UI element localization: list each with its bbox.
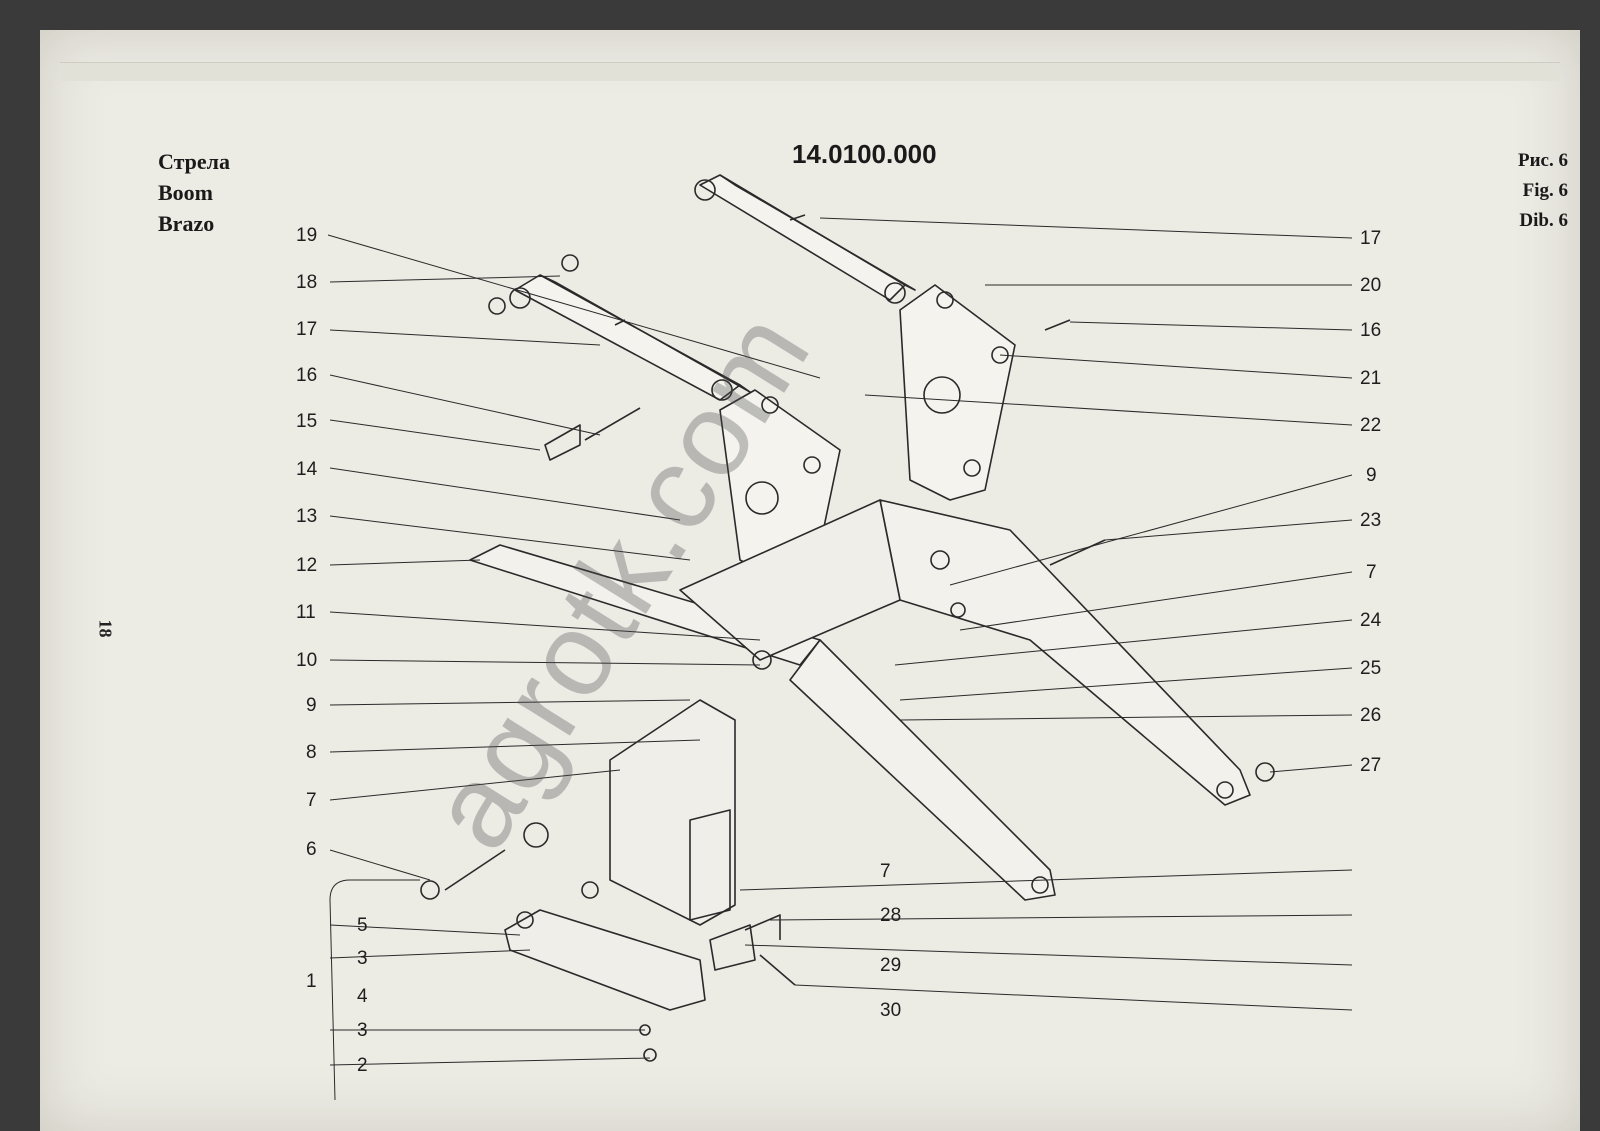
callout-left: 2 <box>357 1055 368 1076</box>
base-plate <box>504 909 706 1011</box>
callout-right: 28 <box>880 905 902 926</box>
callout-right: 23 <box>1360 510 1382 531</box>
title-spanish: Brazo <box>158 211 215 236</box>
boom-crossbar <box>679 499 901 661</box>
callout-right: 30 <box>880 1000 902 1021</box>
pin-16-right <box>1044 319 1071 331</box>
callout-left: 15 <box>296 411 318 432</box>
pin-16-left <box>584 407 641 441</box>
drawing-parts <box>420 174 1275 1062</box>
callout-left: 3 <box>357 1020 368 1041</box>
boom-lower-member <box>789 639 1056 901</box>
boom-right-member <box>879 499 1251 806</box>
figure-label-russian: Рис. 6 <box>1518 150 1568 171</box>
callout-left: 14 <box>296 459 318 480</box>
pin-23 <box>1049 539 1106 566</box>
callout-right: 24 <box>1360 610 1382 631</box>
pin-6 <box>444 849 506 891</box>
callout-right: 29 <box>880 955 902 976</box>
block-29 <box>709 924 756 971</box>
callout-left: 9 <box>306 695 317 716</box>
callout-right: 7 <box>880 861 891 882</box>
callout-left: 17 <box>296 319 318 340</box>
bolt-30 <box>759 954 796 986</box>
callout-left: 18 <box>296 272 318 293</box>
callout-left: 10 <box>296 650 318 671</box>
callout-left: 16 <box>296 365 318 386</box>
document-title-block: Стрела Boom Brazo <box>158 146 230 239</box>
title-english: Boom <box>158 180 213 205</box>
callout-right: 25 <box>1360 658 1382 679</box>
callout-left: 4 <box>357 986 368 1007</box>
callout-right: 7 <box>1366 562 1377 583</box>
spring-28 <box>744 914 781 940</box>
part-number: 14.0100.000 <box>792 139 937 169</box>
callout-left: 3 <box>357 948 368 969</box>
callout-right: 9 <box>1366 465 1377 486</box>
callout-left: 13 <box>296 506 318 527</box>
right-plate <box>899 284 1016 501</box>
lock-plate-15 <box>544 424 581 461</box>
callout-left: 8 <box>306 742 317 763</box>
callout-right: 21 <box>1360 368 1382 389</box>
callout-left: 5 <box>357 915 368 936</box>
figure-label-english: Fig. 6 <box>1522 180 1568 201</box>
callout-left: 1 <box>306 971 317 992</box>
callout-right: 22 <box>1360 415 1382 436</box>
callout-left: 6 <box>306 839 317 860</box>
callout-left: 12 <box>296 555 318 576</box>
title-russian: Стрела <box>158 149 231 174</box>
leader-lines <box>327 217 1353 1101</box>
callout-right: 17 <box>1360 228 1382 249</box>
callout-right: 27 <box>1360 755 1382 776</box>
callout-right: 26 <box>1360 705 1382 726</box>
page-fold-strip <box>60 62 1560 81</box>
figure-label-spanish: Dib. 6 <box>1519 210 1568 231</box>
figure-reference-block: Рис. 6 Fig. 6 Dib. 6 <box>1518 146 1568 236</box>
callout-right: 16 <box>1360 320 1382 341</box>
callout-left: 7 <box>306 790 317 811</box>
callout-left: 11 <box>296 602 316 623</box>
support-bracket <box>609 699 736 926</box>
callout-left: 19 <box>296 225 318 246</box>
callout-right: 20 <box>1360 275 1382 296</box>
